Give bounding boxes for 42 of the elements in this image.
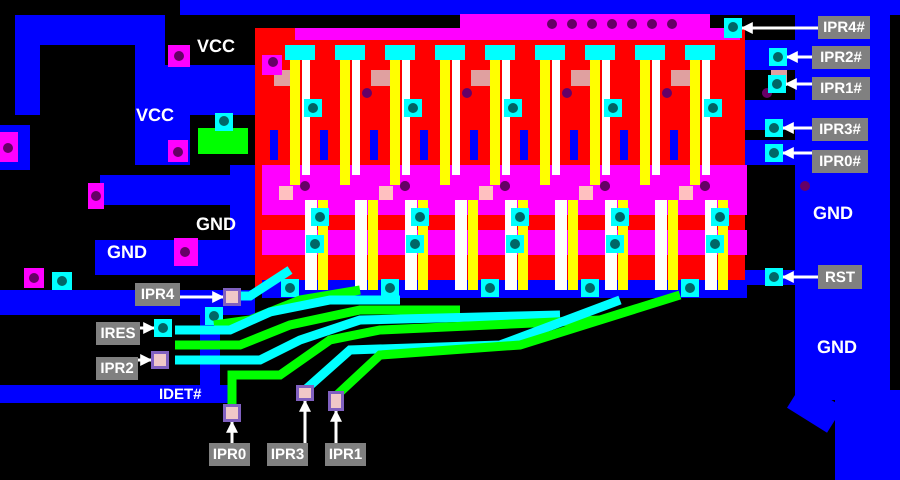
signal-label: IPR4# [818, 16, 870, 39]
arrow [140, 322, 156, 334]
signal-label: RST [818, 265, 862, 289]
arrow [784, 78, 812, 90]
contact-pad [768, 75, 786, 93]
contact-pad [724, 18, 742, 38]
contact-pad [765, 144, 783, 162]
net-label: GND [107, 242, 147, 263]
contact-pad [154, 319, 172, 337]
signal-label: IPR4 [135, 283, 180, 306]
signal-label: IPR1 [325, 443, 366, 466]
arrow [782, 271, 818, 283]
via-pad [328, 391, 344, 411]
signal-label: IPR3# [812, 118, 868, 141]
signal-label: IPR0 [209, 443, 250, 466]
net-label: VCC [136, 105, 174, 126]
signal-label: IPR3 [267, 443, 308, 466]
contact-pad [765, 119, 783, 137]
signal-label: IPR2# [812, 46, 870, 69]
contact-pad [769, 48, 787, 66]
arrow [782, 122, 812, 134]
arrow [782, 147, 812, 159]
net-label: GND [813, 203, 853, 224]
arrow [330, 410, 342, 443]
signal-label: IPR1# [812, 77, 870, 100]
via-pad [296, 385, 314, 401]
via-pad [223, 404, 241, 422]
net-label: VCC [197, 36, 236, 57]
arrow [740, 22, 818, 34]
via-pad [151, 351, 169, 369]
arrow [786, 51, 812, 63]
arrow [180, 291, 224, 303]
via-pad [223, 288, 241, 306]
net-label: GND [817, 337, 857, 358]
contact-pad [765, 268, 783, 286]
net-label: IDET# [159, 386, 202, 403]
arrow [226, 420, 238, 443]
signal-label: IPR2 [96, 357, 138, 380]
signal-label: IRES [96, 322, 140, 345]
arrow [138, 354, 152, 366]
signal-label: IPR0# [812, 150, 868, 173]
arrow [299, 400, 311, 443]
